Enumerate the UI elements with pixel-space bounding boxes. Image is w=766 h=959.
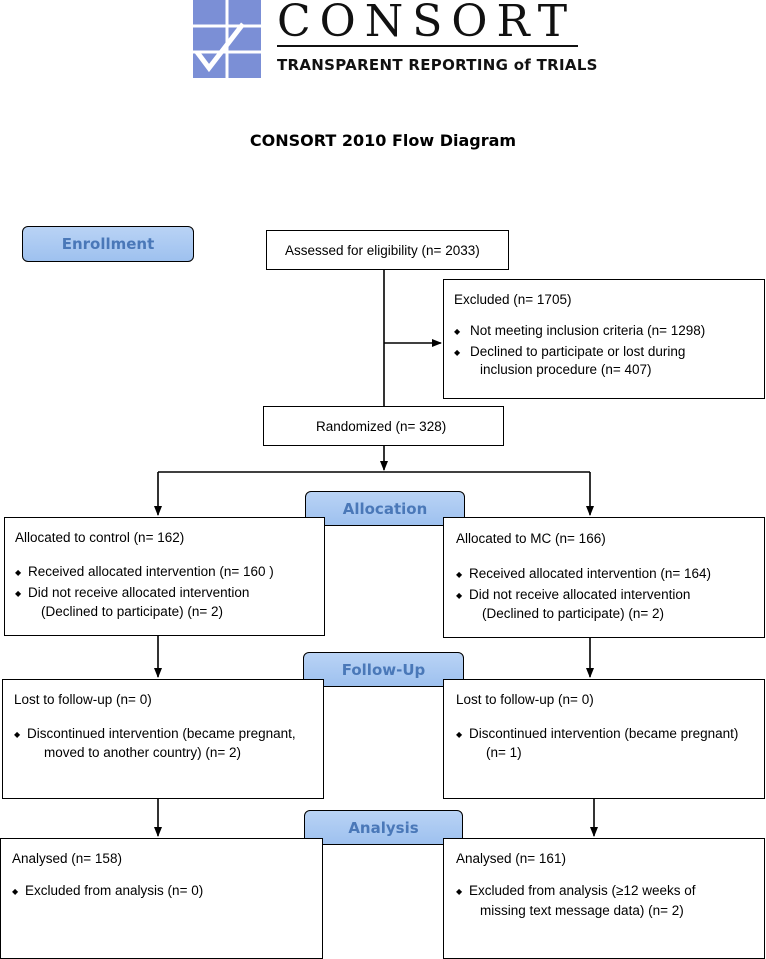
control-lost: Lost to follow-up (n= 0): [14, 692, 152, 707]
assessed-box: Assessed for eligibility (n= 2033): [266, 230, 509, 270]
control-followup-box: Lost to follow-up (n= 0) ◆ Discontinued …: [2, 679, 324, 799]
control-allocation-box: Allocated to control (n= 162) ◆ Received…: [4, 517, 325, 636]
bullet-icon: ◆: [456, 591, 463, 600]
bullet-icon: ◆: [456, 730, 463, 739]
diagram-title: CONSORT 2010 Flow Diagram: [249, 131, 517, 150]
excluded-item-2-line2: inclusion procedure (n= 407): [480, 362, 652, 377]
mc-followup-box: Lost to follow-up (n= 0) ◆ Discontinued …: [443, 679, 765, 799]
control-not-received-line1: Did not receive allocated intervention: [28, 585, 250, 600]
logo-tagline: TRANSPARENT REPORTING of TRIALS: [277, 56, 598, 74]
mc-excluded-analysis-line1: Excluded from analysis (≥12 weeks of: [469, 883, 696, 898]
bullet-icon: ◆: [454, 327, 461, 336]
stage-analysis: Analysis: [304, 810, 463, 845]
bullet-icon: ◆: [15, 568, 22, 577]
control-allocated: Allocated to control (n= 162): [15, 530, 185, 545]
control-excluded-analysis: Excluded from analysis (n= 0): [25, 883, 204, 898]
bullet-icon: ◆: [14, 730, 21, 739]
stage-allocation: Allocation: [305, 491, 465, 526]
consort-logo-mark: [193, 0, 261, 78]
bullet-icon: ◆: [456, 570, 463, 579]
excluded-item-2-line1: Declined to participate or lost during: [470, 344, 686, 359]
excluded-item-1: Not meeting inclusion criteria (n= 1298): [470, 323, 706, 338]
excluded-title: Excluded (n= 1705): [454, 292, 572, 307]
mc-discontinued-line1: Discontinued intervention (became pregna…: [469, 726, 739, 741]
mc-received: Received allocated intervention (n= 164): [469, 566, 712, 581]
bullet-icon: ◆: [12, 887, 19, 896]
mc-allocation-box: Allocated to MC (n= 166) ◆ Received allo…: [443, 517, 765, 638]
mc-not-received-line2: (Declined to participate) (n= 2): [482, 606, 664, 621]
mc-lost: Lost to follow-up (n= 0): [456, 692, 594, 707]
excluded-box: Excluded (n= 1705) ◆ Not meeting inclusi…: [443, 279, 765, 399]
control-discontinued-line1: Discontinued intervention (became pregna…: [27, 726, 296, 741]
mc-analysed: Analysed (n= 161): [456, 851, 566, 866]
randomized-text: Randomized (n= 328): [316, 419, 447, 434]
logo-wordmark: CONSORT: [277, 0, 577, 47]
stage-followup: Follow-Up: [303, 652, 464, 687]
mc-excluded-analysis-line2: missing text message data) (n= 2): [480, 903, 684, 918]
stage-enrollment: Enrollment: [22, 226, 194, 262]
mc-discontinued-line2: (n= 1): [486, 745, 522, 760]
control-discontinued-line2: moved to another country) (n= 2): [44, 745, 241, 760]
mc-not-received-line1: Did not receive allocated intervention: [469, 587, 691, 602]
mc-allocated: Allocated to MC (n= 166): [456, 531, 606, 546]
mc-analysis-box: Analysed (n= 161) ◆ Excluded from analys…: [443, 838, 765, 959]
randomized-box: Randomized (n= 328): [263, 406, 504, 446]
logo-rule: [277, 45, 578, 47]
bullet-icon: ◆: [454, 348, 461, 357]
assessed-text: Assessed for eligibility (n= 2033): [285, 243, 480, 258]
control-received: Received allocated intervention (n= 160 …: [28, 564, 274, 579]
bullet-icon: ◆: [456, 887, 463, 896]
control-analysis-box: Analysed (n= 158) ◆ Excluded from analys…: [0, 838, 323, 959]
bullet-icon: ◆: [15, 589, 22, 598]
control-not-received-line2: (Declined to participate) (n= 2): [41, 604, 223, 619]
control-analysed: Analysed (n= 158): [12, 851, 122, 866]
